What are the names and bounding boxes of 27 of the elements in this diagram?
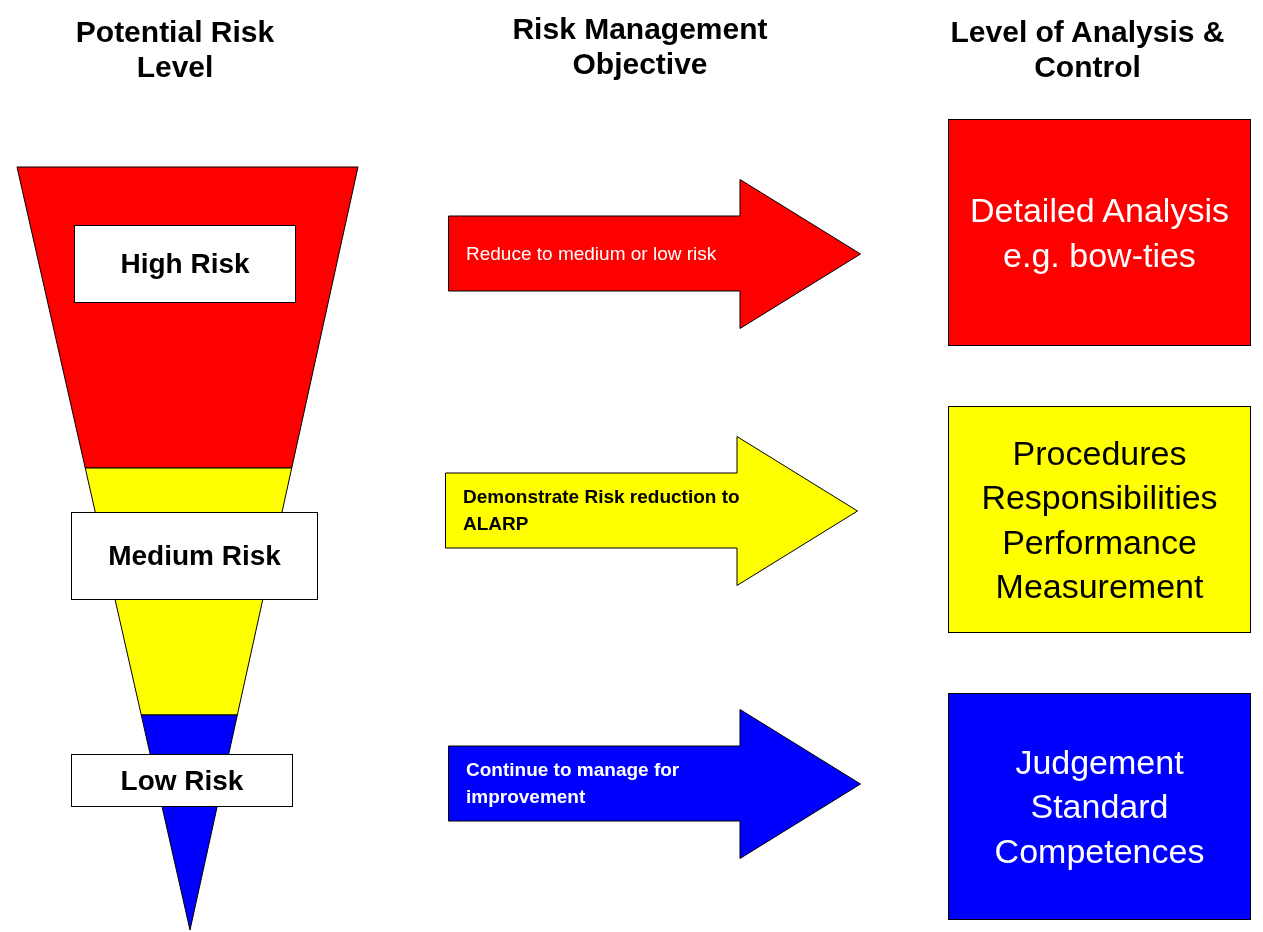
column-heading: Potential Risk Level [74,15,276,84]
objective-text: Continue to manage for improvement [466,758,681,809]
control-box [948,406,1251,633]
risk-level-text: Medium Risk [108,539,281,574]
column-heading: Risk Management Objective [511,12,769,81]
control-text: Judgement [1015,742,1184,784]
control-text: e.g. bow-ties [1003,234,1196,276]
control-text: Competences [994,830,1205,872]
control-text: Responsibilities [981,477,1218,519]
block-arrow [445,436,858,586]
control-text: Measurement [995,565,1204,607]
control-text: Detailed Analysis [970,190,1229,232]
risk-level-text: Low Risk [120,763,244,798]
risk-label [71,512,318,600]
objective-text: Reduce to medium or low risk [466,241,718,266]
block-arrow [448,709,861,859]
control-box [948,693,1251,920]
objective-text: Demonstrate Risk reduction to ALARP [463,485,741,536]
risk-label [74,225,296,303]
control-text: Procedures [1012,433,1187,475]
control-box [948,119,1251,346]
block-arrow [448,179,861,329]
control-text: Standard [1030,786,1169,828]
risk-label [71,754,293,807]
column-heading: Level of Analysis & Control [949,15,1226,84]
control-text: Performance [1002,521,1197,563]
risk-level-text: High Risk [120,247,250,282]
